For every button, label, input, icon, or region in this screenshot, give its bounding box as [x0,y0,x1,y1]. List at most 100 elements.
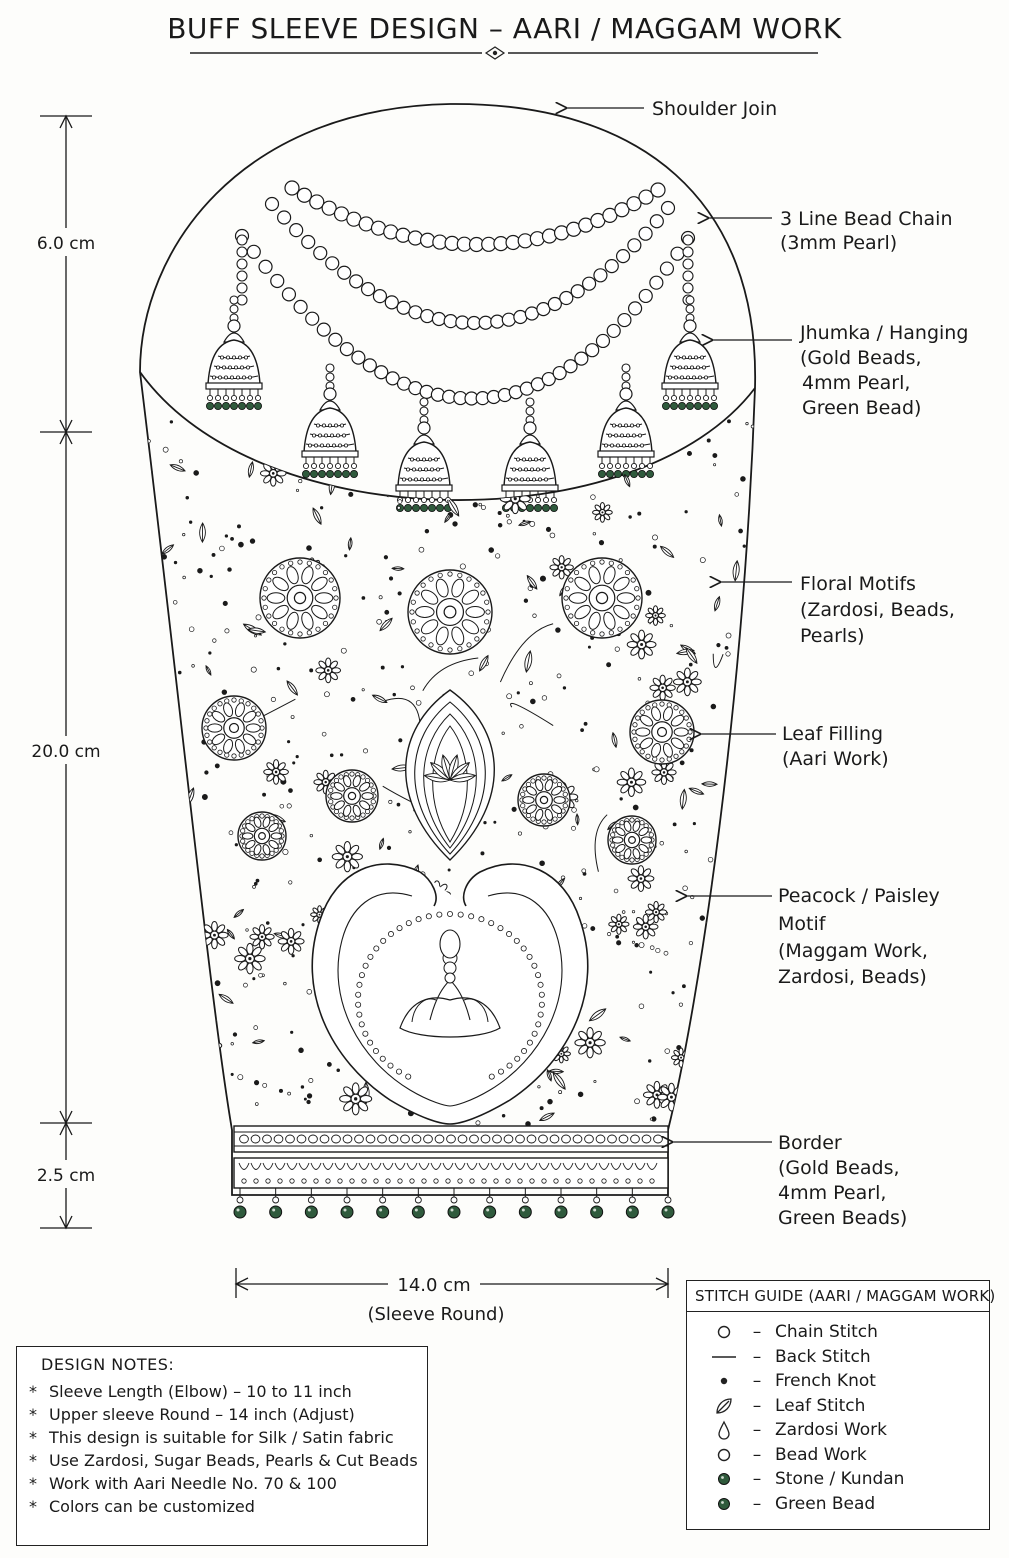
pearl-bead [574,351,589,366]
leaf-icon [709,1396,739,1416]
stitch-guide-box: STITCH GUIDE (AARI / MAGGAM WORK) –Chain… [686,1280,995,1530]
svg-text:Green Bead): Green Bead) [802,397,921,419]
pearl-bead [362,358,377,373]
callout-floral-detail-2: Pearls) [800,625,865,647]
pearl-bead [301,234,316,250]
callout-labels: Shoulder Join 3 Line Bead Chain (3mm Pea… [652,98,968,1229]
jhumka-hangings [205,295,719,512]
pearl-bead [325,256,340,271]
green-dot-icon [709,1494,739,1514]
drop-icon [709,1420,739,1440]
border-tassel [233,1188,247,1219]
border-tassel [518,1188,532,1219]
pearl-bead [682,282,694,294]
callout-paisley-detail-2: Zardosi, Beads) [778,966,927,988]
pearl-bead [236,234,248,246]
pearl-bead [284,180,300,196]
floral-rosette [561,557,643,639]
border-tassel [304,1188,318,1219]
pearl-bead [541,371,556,387]
callout-paisley: Peacock / Paisley [778,885,940,907]
callout-shoulder-join: Shoulder Join [652,98,777,120]
note-item: *Sleeve Length (Elbow) – 10 to 11 inch [29,1382,352,1401]
pearl-bead [626,196,642,212]
pearl-bead [455,315,470,330]
border-tassel [554,1188,568,1219]
note-item: *Upper sleeve Round – 14 inch (Adjust) [29,1405,355,1424]
bead-chains [234,180,696,406]
svg-text:(Maggam Work,: (Maggam Work, [778,940,928,962]
jhumka [597,363,655,478]
pearl-bead [606,323,621,339]
callout-border: Border [778,1132,842,1154]
svg-text:3 Line Bead Chain: 3 Line Bead Chain [780,208,953,230]
callout-jhumka-detail-1: (Gold Beads, [800,347,922,369]
pearl-bead [321,200,337,216]
note-item: *Use Zardosi, Sugar Beads, Pearls & Cut … [29,1451,418,1470]
jhumka [661,295,719,410]
pearl-bead [281,287,297,302]
callout-border-detail-2: 4mm Pearl, [778,1182,886,1204]
pearl-bead [372,289,388,304]
design-notes-heading: DESIGN NOTES: [41,1355,175,1374]
svg-text:(Gold Beads,: (Gold Beads, [800,347,922,369]
pearl-bead [552,365,567,381]
dim-top-label: 6.0 cm [37,234,95,254]
pearl-bead [547,296,562,312]
pearl-bead [490,314,505,329]
callout-bead-chain-detail: (3mm Pearl) [780,232,897,254]
pearl-bead [649,275,664,290]
pearl-bead [236,258,248,270]
pearl-bead [627,301,643,316]
pearl-bead [395,227,411,243]
pearl-bead [585,343,600,358]
pearl-bead [339,341,354,357]
pearl-bead [374,365,389,380]
pearl-bead [236,270,248,282]
callout-paisley-detail-1: (Maggam Work, [778,940,928,962]
floral-rosette [325,769,379,823]
svg-text:Green Beads): Green Beads) [778,1207,907,1229]
jhumka [205,295,263,410]
design-notes-box: DESIGN NOTES: *Sleeve Length (Elbow) – 1… [16,1346,428,1546]
border-tassel [483,1188,497,1219]
svg-text:Motif: Motif [778,913,827,935]
pearl-bead [236,282,248,294]
stitch-guide-row: –French Knot [687,1369,989,1394]
stitch-guide-heading: STITCH GUIDE (AARI / MAGGAM WORK) [687,1281,995,1312]
pearl-bead [615,249,631,264]
svg-text:Shoulder Join: Shoulder Join [652,98,777,120]
pearl-bead [682,258,694,270]
dim-middle-label: 20.0 cm [31,742,100,762]
border-tassel [376,1188,390,1219]
stitch-guide-row: –Zardosi Work [687,1418,989,1443]
stitch-guide-row: –Back Stitch [687,1345,989,1370]
pearl-bead [349,274,364,289]
pearl-bead [581,276,597,291]
pearl-bead [638,288,653,304]
border-tassel [340,1188,354,1219]
pearl-bead [351,350,366,365]
pearl-bead [682,270,694,282]
pearl-bead [563,359,578,374]
stitch-guide-row: –Green Bead [687,1492,989,1517]
bottom-border [233,1125,675,1219]
pearl-bead [407,230,423,246]
pearl-bead [384,295,399,310]
jhumka [301,363,359,478]
pearl-bead [431,311,447,327]
svg-text:(Gold Beads,: (Gold Beads, [778,1157,900,1179]
pearl-bead [595,333,611,349]
pearl-bead [536,302,551,317]
pearl-bead [443,314,458,329]
pearl-bead [570,284,585,299]
callout-floral-detail-1: (Zardosi, Beads, [800,599,955,621]
open-circle-icon [709,1322,739,1342]
callout-leaf-filling: Leaf Filling [782,723,883,745]
horizontal-dimension-line [234,1268,670,1298]
open-circle-icon [709,1445,739,1465]
pearl-bead [638,189,654,205]
pearl-bead [638,226,653,241]
filled-dot-icon [709,1371,739,1391]
